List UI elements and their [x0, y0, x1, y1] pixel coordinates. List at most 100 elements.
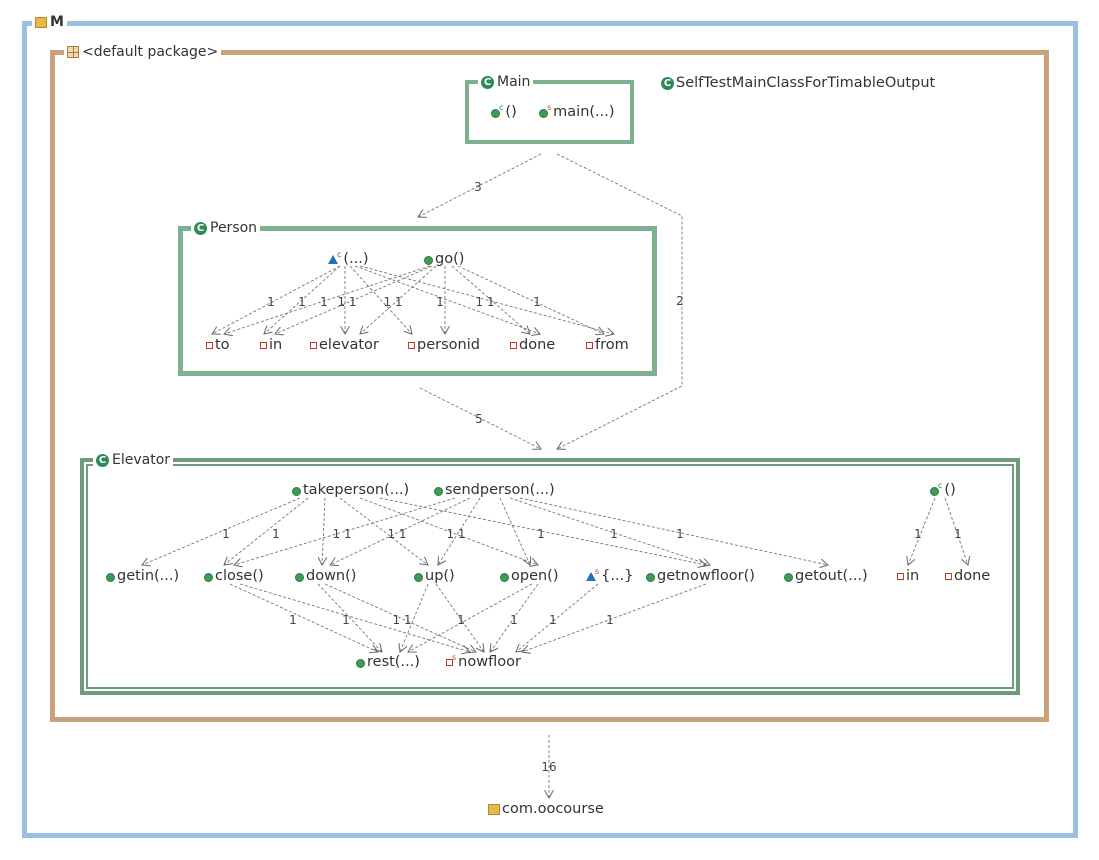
- member-label: takeperson(...): [303, 482, 410, 498]
- edge-elevator: [516, 583, 599, 652]
- elevator-sendperson[interactable]: sendperson(...): [434, 481, 555, 499]
- edge-elevator: [908, 497, 936, 565]
- module-title[interactable]: M: [32, 13, 67, 31]
- person-field-personid[interactable]: personid: [408, 336, 480, 354]
- person-constructor[interactable]: c (...): [328, 250, 369, 268]
- class-selftest[interactable]: C SelfTestMainClassForTimableOutput: [661, 74, 935, 92]
- edge-person: [451, 265, 530, 334]
- edge-label: 1: [510, 613, 518, 627]
- edge-label: 5: [475, 412, 483, 426]
- edge-label: 1 1: [475, 295, 494, 309]
- folder-icon: [35, 16, 47, 28]
- edge-elevator: [317, 583, 382, 652]
- edge-elevator: [944, 497, 968, 565]
- main-method[interactable]: s main(...): [539, 103, 615, 121]
- class-main-title[interactable]: C Main: [478, 73, 534, 91]
- member-label: elevator: [319, 337, 379, 353]
- class-person-name: Person: [210, 220, 258, 236]
- member-label: from: [595, 337, 629, 353]
- method-icon: [295, 572, 304, 582]
- elevator-getout[interactable]: getout(...): [784, 567, 868, 585]
- member-label: close(): [215, 568, 264, 584]
- edge-elevator: [324, 583, 476, 652]
- elevator-getin[interactable]: getin(...): [106, 567, 179, 585]
- elevator-up[interactable]: up(): [414, 567, 455, 585]
- edge-label: 1: [457, 613, 465, 627]
- class-selftest-name: SelfTestMainClassForTimableOutput: [676, 75, 936, 91]
- elevator-field-done[interactable]: done: [945, 567, 990, 585]
- elevator-field-in[interactable]: in: [897, 567, 919, 585]
- person-field-from[interactable]: from: [586, 336, 629, 354]
- elevator-down[interactable]: down(): [295, 567, 356, 585]
- edge-elevator: [142, 497, 301, 565]
- edge-person: [275, 265, 433, 334]
- edge-main-elevator: [557, 153, 683, 449]
- class-icon: C: [661, 76, 674, 90]
- member-label: personid: [417, 337, 480, 353]
- member-label: getout(...): [795, 568, 868, 584]
- edge-person: [354, 265, 540, 334]
- edge-person: [359, 265, 614, 334]
- module-frame: [22, 21, 1078, 838]
- edge-person: [457, 265, 604, 334]
- person-field-done[interactable]: done: [510, 336, 555, 354]
- method-icon: [491, 108, 500, 118]
- edge-person: [349, 265, 412, 334]
- member-label: up(): [425, 568, 455, 584]
- edge-label: 16: [541, 760, 556, 774]
- member-label: done: [519, 337, 556, 353]
- edge-main-person: [418, 153, 542, 217]
- elevator-takeperson[interactable]: takeperson(...): [292, 481, 409, 499]
- external-package-name: com.oocourse: [502, 801, 604, 817]
- edge-elevator: [490, 583, 539, 652]
- class-person-title[interactable]: C Person: [191, 219, 261, 237]
- edge-elevator: [438, 497, 481, 565]
- field-icon: [586, 341, 593, 349]
- member-label: down(): [306, 568, 357, 584]
- member-label: (): [944, 482, 956, 498]
- edge-label: 1: [436, 295, 444, 309]
- person-field-to[interactable]: to: [206, 336, 230, 354]
- elevator-static-init[interactable]: s{...}: [586, 567, 633, 585]
- class-main[interactable]: [465, 80, 634, 144]
- elevator-open[interactable]: open(): [500, 567, 559, 585]
- member-label: in: [269, 337, 283, 353]
- edge-elevator: [435, 583, 484, 652]
- member-label: open(): [511, 568, 559, 584]
- external-package[interactable]: com.oocourse: [488, 800, 604, 818]
- package-title[interactable]: <default package>: [64, 43, 222, 61]
- method-icon: [204, 572, 213, 582]
- field-icon: [260, 341, 267, 349]
- member-label: sendperson(...): [445, 482, 555, 498]
- package-name: <default package>: [82, 44, 219, 60]
- field-icon: [408, 341, 415, 349]
- protected-constructor-icon: [328, 254, 338, 264]
- static-field-icon: [446, 658, 453, 666]
- package-icon: [488, 803, 500, 815]
- edge-elevator: [224, 497, 309, 565]
- method-icon: [539, 108, 548, 118]
- main-constructor[interactable]: c (): [491, 103, 517, 121]
- member-label: nowfloor: [458, 654, 521, 670]
- class-elevator-title[interactable]: C Elevator: [93, 451, 174, 469]
- person-field-elevator[interactable]: elevator: [310, 336, 379, 354]
- edge-elevator: [400, 583, 429, 652]
- class-elevator[interactable]: [80, 458, 1020, 695]
- class-person[interactable]: [178, 226, 657, 376]
- elevator-close[interactable]: close(): [204, 567, 264, 585]
- elevator-constructor[interactable]: c(): [930, 481, 956, 499]
- elevator-rest[interactable]: rest(...): [356, 653, 420, 671]
- edge-person: [224, 265, 431, 334]
- member-label: in: [906, 568, 920, 584]
- elevator-getnowfloor[interactable]: getnowfloor(): [646, 567, 755, 585]
- edge-person: [264, 265, 341, 334]
- edge-label: 1: [320, 295, 328, 309]
- person-go[interactable]: go(): [424, 250, 464, 268]
- edge-label: 1 1: [332, 527, 351, 541]
- edge-label: 1: [549, 613, 557, 627]
- class-elevator-name: Elevator: [112, 452, 171, 468]
- member-label: getnowfloor(): [657, 568, 755, 584]
- field-icon: [897, 572, 904, 580]
- person-field-in[interactable]: in: [260, 336, 282, 354]
